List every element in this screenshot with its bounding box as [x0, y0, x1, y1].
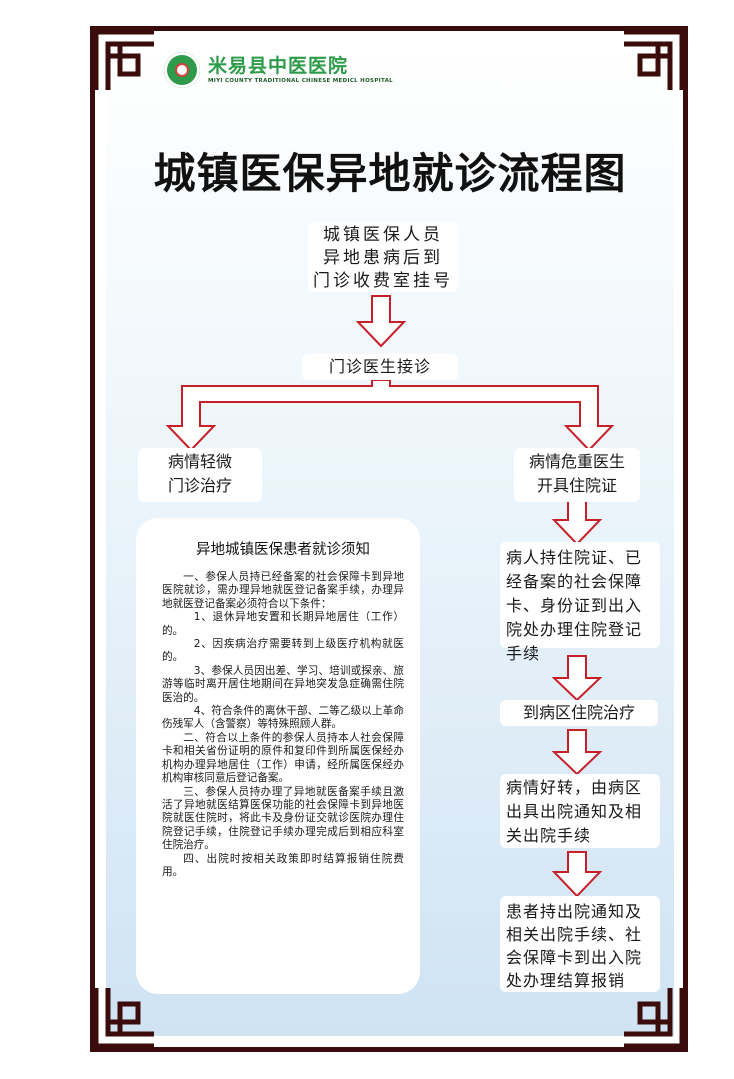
flow-step-ward-treatment: 到病区住院治疗: [500, 700, 658, 726]
flow-step-line: 病人持住院证、已: [506, 548, 643, 567]
flow-step-registration: 城镇医保人员 异地患病后到 门诊收费室挂号: [308, 222, 458, 292]
notice-paragraph: 3、参保人员因出差、学习、培训或探亲、旅游等临时离开居住地期间在异地突发急症确需…: [162, 664, 404, 704]
arrow-branch: [165, 379, 615, 452]
decorative-frame: [90, 26, 688, 1052]
flow-step-line: 处办理结算报销: [506, 971, 626, 990]
lattice-corner-top-left: [94, 30, 154, 90]
flow-step-line: 会保障卡到出入院: [506, 948, 643, 967]
flow-step-line: 经备案的社会保障: [506, 572, 643, 591]
arrow-down: [551, 729, 603, 776]
notice-panel: 异地城镇医保患者就诊须知 一、参保人员持已经备案的社会保障卡到异地医院就诊，需办…: [136, 518, 420, 994]
flow-step-line: 开具住院证: [536, 476, 617, 495]
notice-paragraph: 1、退休异地安置和长期异地居住（工作）的。: [162, 611, 404, 637]
flow-step-line: 关出院手续: [506, 826, 592, 845]
page-title: 城镇医保异地就诊流程图: [153, 149, 627, 198]
notice-paragraph: 一、参保人员持已经备案的社会保障卡到异地医院就诊，需办理异地就医登记备案手续，办…: [162, 571, 404, 610]
lattice-corner-bottom-left: [94, 988, 154, 1048]
flow-step-admission-register: 病人持住院证、已 经备案的社会保障 卡、身份证到出入 院处办理住院登记 手续: [500, 542, 660, 663]
flow-step-line: 门诊收费室挂号: [313, 271, 453, 291]
flow-step-line: 卡、身份证到出入: [506, 596, 643, 615]
flow-step-severe: 病情危重医生 开具住院证: [514, 448, 640, 502]
flow-step-line: 城镇医保人员: [323, 225, 443, 245]
notice-paragraph: 2、因疾病治疗需要转到上级医疗机构就医的。: [162, 638, 404, 664]
lattice-corner-bottom-right: [624, 988, 684, 1048]
flow-step-line: 相关出院手续、社: [506, 925, 643, 944]
arrow-down: [551, 499, 603, 546]
notice-paragraph: 三、参保人员持办理了异地就医备案手续且激活了异地就医结算医保功能的社会保障卡到异…: [162, 785, 404, 852]
flow-step-line: 手续: [506, 644, 541, 663]
hospital-emblem-icon: [164, 52, 200, 88]
notice-paragraph: 四、出院时按相关政策即时结算报销住院费用。: [162, 852, 404, 878]
flow-step-settlement: 患者持出院通知及 相关出院手续、社 会保障卡到出入院 处办理结算报销: [500, 896, 660, 992]
flow-step-line: 门诊治疗: [167, 476, 232, 495]
flow-step-discharge: 病情好转，由病区 出具出院通知及相 关出院手续: [500, 774, 660, 848]
lattice-corner-top-right: [624, 30, 684, 90]
hospital-name: 米易县中医医院 MIYI COUNTY TRADITIONAL CHINESE …: [208, 55, 393, 85]
arrow-down: [551, 851, 603, 898]
notice-paragraph: 二、符合以上条件的参保人员持本人社会保障卡和相关省份证明的原件和复印件到所属医保…: [162, 731, 404, 785]
notice-paragraph: 4、符合条件的离休干部、二等乙级以上革命伤残军人（含警察）等特殊照顾人群。: [162, 705, 404, 731]
flow-step-line: 出具出院通知及相: [506, 802, 643, 821]
flow-step-line: 患者持出院通知及: [506, 902, 643, 921]
arrow-down: [355, 295, 407, 348]
flow-step-line: 病情轻微: [167, 452, 232, 471]
notice-title: 异地城镇医保患者就诊须知: [196, 542, 370, 558]
flow-step-line: 院处办理住院登记: [506, 620, 643, 639]
flow-step-line: 病情危重医生: [528, 452, 625, 471]
flow-step-line: 病情好转，由病区: [506, 778, 643, 797]
flow-step-mild: 病情轻微 门诊治疗: [138, 448, 262, 502]
hospital-logo: 米易县中医医院 MIYI COUNTY TRADITIONAL CHINESE …: [164, 52, 393, 88]
flow-step-line: 异地患病后到: [323, 248, 443, 268]
arrow-down: [551, 655, 603, 702]
hospital-name-cn: 米易县中医医院: [208, 55, 349, 77]
hospital-name-en: MIYI COUNTY TRADITIONAL CHINESE MEDICL H…: [208, 78, 393, 84]
flow-step-outpatient-doctor: 门诊医生接诊: [302, 354, 458, 380]
